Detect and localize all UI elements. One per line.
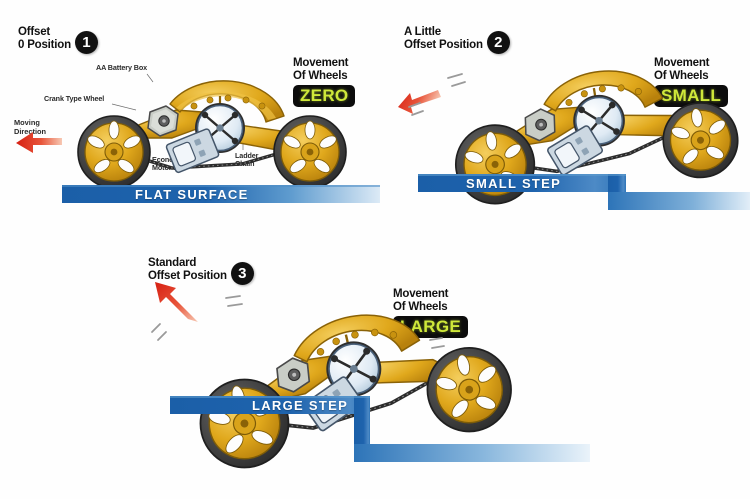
motion-ticks-2 [408,73,466,116]
large-step-bar [170,396,590,462]
panel-2-movement-block: Movement Of Wheels SMALL [654,57,729,107]
panel-1-movement-block: Movement Of Wheels ZERO [293,57,356,107]
moving-direction-arrow [16,132,62,153]
economical-motor-box [165,128,220,174]
panel-3-heading: Standard Offset Position 3 [148,257,254,285]
flat-surface-bar [62,185,380,203]
callout-aa-battery-box: AA Battery Box [96,63,148,72]
moving-direction-arrow-2 [398,90,441,114]
machine-illustration-2 [454,70,739,205]
panel-3-heading-text: Standard Offset Position [148,257,227,282]
panel-2-movement-value: SMALL [654,85,729,107]
wheel-right-2 [662,102,739,179]
aa-battery-box-2 [524,108,556,142]
small-step-bar [418,174,750,210]
panel-2-heading: A Little Offset Position 2 [404,26,510,54]
aa-battery-box-3 [276,357,311,393]
panel-offset-small: A Little Offset Position 2 Movement Of W… [396,0,750,215]
panel-2-step-badge: 2 [486,31,510,54]
panel-3-step-badge: 3 [230,262,254,285]
wheel-right-3 [426,346,512,433]
economical-motor-box-2 [547,125,604,176]
large-step-label: LARGE STEP [252,398,349,413]
panel-1-movement-title: Movement Of Wheels [293,57,349,82]
motion-ticks-3 [151,295,445,349]
panel-1-heading-text: Offset 0 Position [18,26,71,51]
panel-offset-zero: Offset 0 Position 1 Movement Of Wheels Z… [0,0,392,215]
panel-2-arrow-group [398,73,466,116]
machine-illustration-1 [77,80,347,189]
wheel-right [273,115,347,189]
panel-offset-large: Standard Offset Position 3 Movement Of W… [130,240,610,499]
panel-2-movement-title: Movement Of Wheels [654,57,710,82]
callout-crank-type-wheel: Crank Type Wheel [44,94,105,103]
panel-1-step-badge: 1 [74,31,98,54]
panel-3-movement-title: Movement Of Wheels [393,288,449,313]
moving-direction-arrow-3 [155,282,198,322]
panel-1-movement-value: ZERO [293,85,356,107]
small-step-label: SMALL STEP [466,176,562,191]
panel-1-heading: Offset 0 Position 1 [18,26,98,54]
flat-surface-label: FLAT SURFACE [135,187,249,202]
wheel-left [77,115,151,189]
panel-2-heading-text: A Little Offset Position [404,26,483,51]
panel-3-arrow-group [151,282,445,349]
moving-direction-label: Moving Direction [14,118,47,136]
aa-battery-box [147,105,179,137]
